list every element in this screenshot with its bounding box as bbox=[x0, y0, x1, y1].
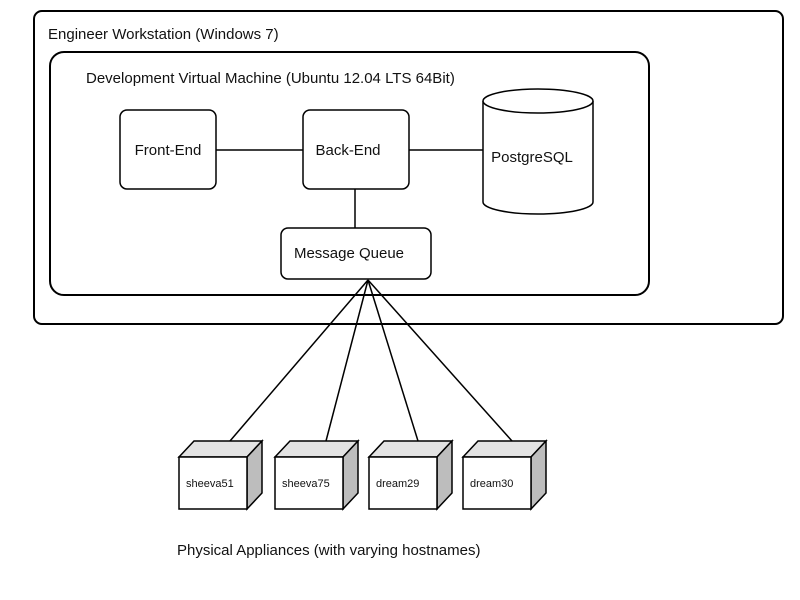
workstation-title: Engineer Workstation (Windows 7) bbox=[48, 26, 279, 43]
vm-title: Development Virtual Machine (Ubuntu 12.0… bbox=[86, 70, 455, 87]
message-queue-node: Message Queue bbox=[280, 227, 432, 280]
appliance-hostname: sheeva51 bbox=[186, 478, 234, 490]
front-end-box bbox=[119, 109, 217, 190]
edge-mq-dream30 bbox=[367, 279, 513, 442]
appliance-hostname: dream29 bbox=[376, 478, 419, 490]
postgresql-node: PostgreSQL bbox=[482, 88, 594, 215]
back-end-label: Back-End bbox=[315, 142, 380, 159]
front-end-label: Front-End bbox=[135, 142, 202, 159]
appliances-caption: Physical Appliances (with varying hostna… bbox=[177, 542, 480, 559]
edge-mq-sheeva75 bbox=[325, 279, 369, 442]
back-end-box bbox=[302, 109, 410, 190]
appliance-dream29: dream29 bbox=[367, 439, 454, 511]
appliance-connectors bbox=[229, 279, 513, 442]
postgresql-label: PostgreSQL bbox=[491, 149, 573, 166]
cube-front-face bbox=[178, 456, 248, 510]
back-end-node: Back-End bbox=[302, 109, 410, 190]
cube-front-face bbox=[462, 456, 532, 510]
cube-front-face bbox=[274, 456, 344, 510]
cube-front-face bbox=[368, 456, 438, 510]
appliance-hostname: dream30 bbox=[470, 478, 513, 490]
appliance-sheeva51: sheeva51 bbox=[177, 439, 264, 511]
appliance-hostname: sheeva75 bbox=[282, 478, 330, 490]
appliance-sheeva75: sheeva75 bbox=[273, 439, 360, 511]
appliance-dream30: dream30 bbox=[461, 439, 548, 511]
database-cylinder-body bbox=[482, 101, 594, 215]
edge-mq-sheeva51 bbox=[229, 279, 369, 442]
message-queue-box bbox=[280, 227, 432, 280]
vm-connectors bbox=[216, 149, 483, 228]
edge-mq-dream29 bbox=[367, 279, 419, 442]
message-queue-label: Message Queue bbox=[294, 245, 404, 262]
front-end-node: Front-End bbox=[119, 109, 217, 190]
database-cylinder-top bbox=[482, 88, 594, 114]
